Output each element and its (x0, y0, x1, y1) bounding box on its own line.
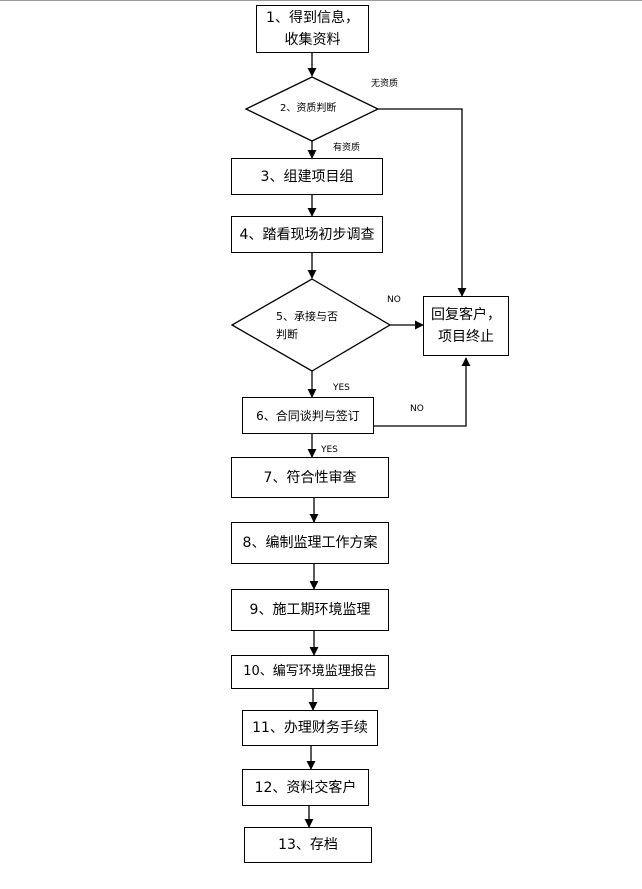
label-has-qualification: 有资质 (333, 143, 361, 153)
step-1-line1: 1、得到信息， (266, 10, 359, 26)
reply-line2: 项目终止 (438, 329, 494, 345)
label-yes-contract: YES (321, 445, 338, 455)
arrow-no-qualification (378, 108, 467, 297)
decision-2-label: 2、资质判断 (280, 103, 337, 114)
step-12-box: 12、资料交客户 (242, 769, 369, 806)
step-11-box: 11、办理财务手续 (242, 710, 378, 746)
step-10-box: 10、编写环境监理报告 (231, 655, 389, 689)
decision-5-line1: 5、承接与否 (276, 310, 338, 323)
step-6-box: 6、合同谈判与签订 (242, 397, 374, 434)
decision-5-label: 5、承接与否 判断 (276, 308, 338, 344)
label-yes-decision5: YES (333, 383, 350, 393)
step-3-box: 3、组建项目组 (231, 158, 383, 195)
step-1-line2: 收集资料 (284, 32, 341, 48)
label-no-qualification: 无资质 (371, 79, 399, 89)
decision-5-line2: 判断 (276, 328, 298, 341)
label-no-decision5: NO (387, 295, 401, 305)
step-1-box: 1、得到信息， 收集资料 (256, 5, 369, 53)
step-9-box: 9、施工期环境监理 (231, 589, 389, 631)
step-7-box: 7、符合性审查 (231, 457, 389, 498)
arrow-contract-no (374, 357, 471, 427)
reply-line1: 回复客户， (431, 307, 501, 323)
reply-client-box: 回复客户， 项目终止 (423, 296, 509, 356)
step-8-box: 8、编制监理工作方案 (231, 522, 389, 564)
top-divider (0, 0, 642, 1)
label-no-contract: NO (410, 404, 424, 414)
step-4-box: 4、踏看现场初步调查 (231, 216, 383, 253)
step-13-box: 13、存档 (244, 827, 372, 863)
